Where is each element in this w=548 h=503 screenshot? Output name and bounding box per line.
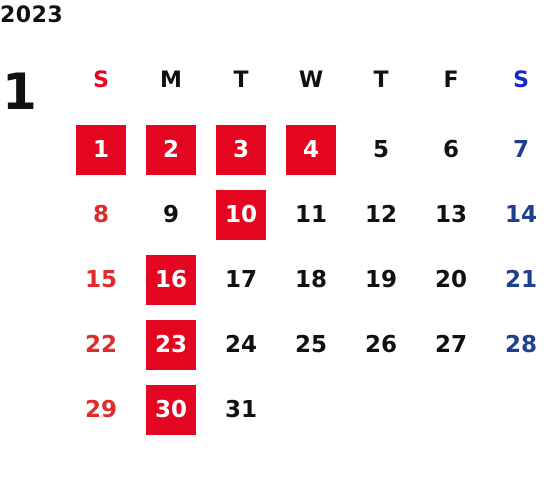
day-cell: 31 — [224, 397, 257, 423]
day-cell: 24 — [224, 332, 257, 358]
day-cell-holiday: 10 — [216, 190, 266, 240]
day-cell: 21 — [504, 267, 537, 293]
day-cell: 25 — [294, 332, 327, 358]
day-cell: 15 — [84, 267, 117, 293]
day-cell-holiday: 1 — [76, 125, 126, 175]
day-cell-holiday: 3 — [216, 125, 266, 175]
day-cell: 17 — [224, 267, 257, 293]
day-cell: 20 — [434, 267, 467, 293]
day-cell: 8 — [92, 202, 109, 228]
day-cell: 26 — [364, 332, 397, 358]
weekday-label: F — [443, 68, 459, 93]
day-cell: 9 — [162, 202, 179, 228]
day-cell: 28 — [504, 332, 537, 358]
weekday-label: T — [373, 68, 389, 93]
calendar-month-number: 1 — [2, 63, 37, 121]
day-cell: 19 — [364, 267, 397, 293]
weekday-label: S — [513, 68, 529, 93]
day-cell-holiday: 4 — [286, 125, 336, 175]
day-cell: 11 — [294, 202, 327, 228]
day-cell: 22 — [84, 332, 117, 358]
day-cell: 6 — [442, 137, 459, 163]
day-cell: 18 — [294, 267, 327, 293]
day-cell-holiday: 30 — [146, 385, 196, 435]
day-cell: 7 — [512, 137, 529, 163]
calendar-year: 2023 — [0, 3, 64, 28]
day-cell-holiday: 2 — [146, 125, 196, 175]
day-cell: 27 — [434, 332, 467, 358]
day-cell-holiday: 23 — [146, 320, 196, 370]
weekday-label: T — [233, 68, 249, 93]
weekday-label: S — [93, 68, 109, 93]
day-cell-holiday: 16 — [146, 255, 196, 305]
day-cell: 14 — [504, 202, 537, 228]
weekday-label: W — [298, 68, 324, 93]
day-cell: 29 — [84, 397, 117, 423]
weekday-label: M — [160, 68, 182, 93]
day-cell: 13 — [434, 202, 467, 228]
day-cell: 12 — [364, 202, 397, 228]
day-cell: 5 — [372, 137, 389, 163]
